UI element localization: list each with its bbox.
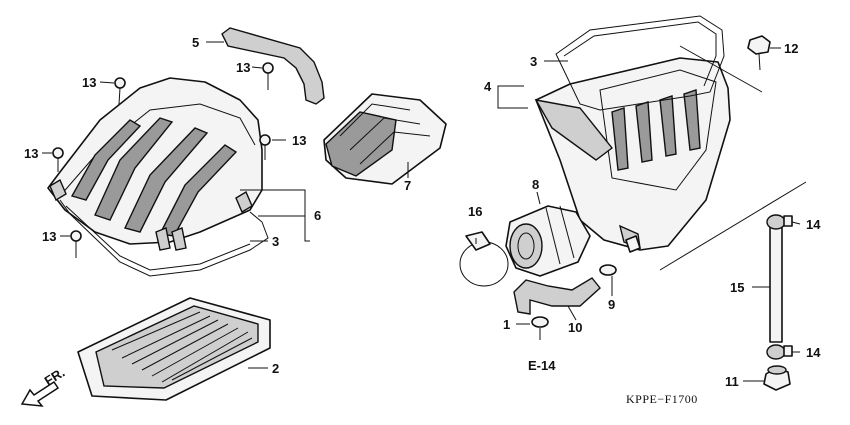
connecting-boot [505,205,591,277]
drain-plug-11 [763,365,791,391]
front-arrow-icon [20,380,60,407]
drain-plug [599,235,641,276]
callout-13b: 13 [236,60,250,75]
callout-10: 10 [568,320,582,335]
callout-14b: 14 [806,345,821,360]
callout-11: 11 [725,374,739,389]
reference-label: E-14 [528,358,556,373]
callout-13e: 13 [42,229,56,244]
callout-9: 9 [608,297,615,312]
screw-13b [262,62,274,90]
tube-clip [531,316,549,328]
clamp-14b [766,344,793,360]
callout-6: 6 [314,208,321,223]
callout-16: 16 [468,204,482,219]
callout-4: 4 [484,79,492,94]
callout-15: 15 [730,280,744,295]
screw-13a [114,77,126,105]
callout-3-left: 3 [272,234,279,249]
callout-7: 7 [404,178,411,193]
air-cleaner-cover [47,77,263,251]
drain-tube [513,277,601,315]
screw-13e [70,230,82,258]
drain-tube-15 [769,225,783,343]
bolt-12 [747,35,771,71]
callout-8: 8 [532,177,539,192]
callout-12: 12 [784,41,798,56]
clamp-14a [766,214,793,230]
air-filter-element [77,297,271,401]
callout-1: 1 [503,317,510,332]
front-label: FR. [42,365,68,389]
cover-handle-strap [221,27,325,105]
callout-14a: 14 [806,217,821,232]
callout-2: 2 [272,361,279,376]
figure-code: KPPE−F1700 [626,392,698,406]
screw-13c [259,134,271,160]
callout-3-right: 3 [530,54,537,69]
front-direction-marker: FR. [20,365,68,407]
callout-13a: 13 [82,75,96,90]
screw-13d [52,147,64,172]
callout-13d: 13 [292,133,306,148]
callout-labels: 5 13 13 13 13 13 6 3 7 2 3 4 12 8 16 9 1… [24,35,821,389]
hose-clamp-16 [459,231,509,287]
leader-lines [42,41,807,382]
intake-duct [323,93,447,185]
callout-5: 5 [192,35,199,50]
air-cleaner-case [534,57,731,251]
callout-13c: 13 [24,146,38,161]
cover-seal [59,199,269,277]
case-seal [555,15,725,111]
